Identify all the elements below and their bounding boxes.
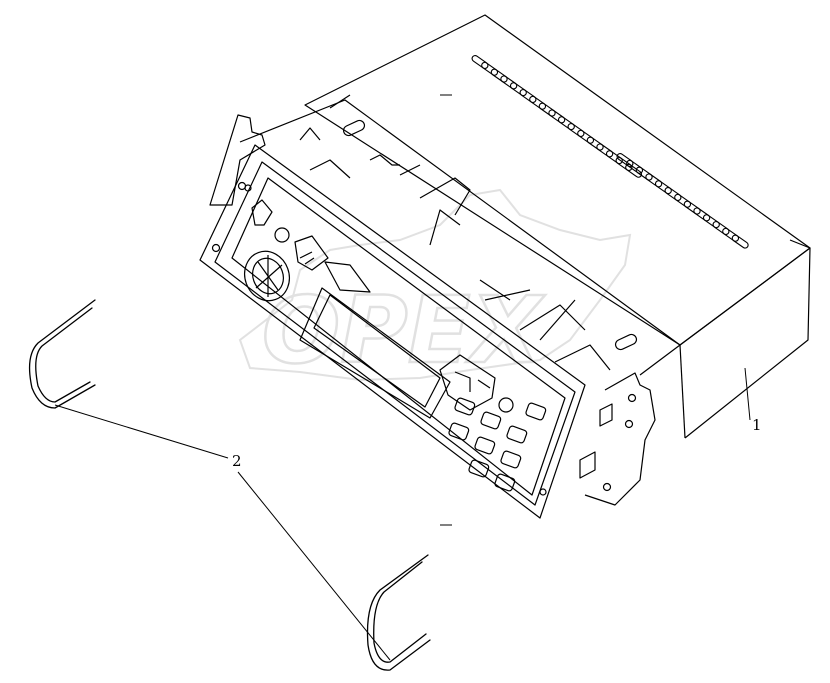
vent-slot xyxy=(664,187,682,201)
part-2-retaining-clips xyxy=(28,299,431,671)
chassis-slot xyxy=(614,333,638,351)
display-inner xyxy=(313,294,441,408)
vent-slot xyxy=(557,116,575,131)
watermark: OPEX xyxy=(238,188,632,385)
vent-slot xyxy=(490,68,508,83)
vent-slot xyxy=(615,157,633,171)
leader-line-2b xyxy=(237,471,391,661)
round-button xyxy=(498,397,514,413)
vent-slot xyxy=(519,89,537,103)
registration-marks xyxy=(440,94,452,526)
cassette-eject xyxy=(251,199,273,226)
volume-knob xyxy=(244,250,290,302)
vent-slot xyxy=(567,123,585,137)
callout-1: 1 xyxy=(752,416,762,434)
vent-slot xyxy=(500,75,518,90)
vent-slot xyxy=(626,159,644,174)
vent-slot xyxy=(654,180,672,195)
vent-slot xyxy=(509,82,527,97)
bracket-hole xyxy=(211,243,221,253)
vent-slot xyxy=(548,109,566,124)
leader-lines xyxy=(54,367,751,661)
vent-slot xyxy=(596,143,614,158)
vent-slot xyxy=(529,95,547,110)
bezel-screw xyxy=(244,184,252,192)
leader-line-2a xyxy=(54,404,229,459)
vent-slot xyxy=(586,136,604,151)
bracket-hole xyxy=(602,482,612,492)
vent-slot xyxy=(712,221,730,235)
left-mounting-bracket xyxy=(209,114,266,206)
vent-slot xyxy=(538,102,556,117)
preset-button-grid xyxy=(448,397,547,492)
housing-top-lip xyxy=(789,239,811,249)
vent-slot xyxy=(702,214,720,229)
callout-2: 2 xyxy=(232,452,242,470)
vent-slot xyxy=(674,193,692,208)
watermark-text: OPEX xyxy=(262,277,545,384)
chassis-internal-features xyxy=(309,154,611,371)
rear-connectors xyxy=(579,403,613,479)
vent-slot xyxy=(471,55,489,69)
chassis-slot xyxy=(342,119,366,137)
front-bezel-inner xyxy=(214,161,576,506)
right-mounting-bracket xyxy=(584,372,656,506)
front-bezel-outer xyxy=(199,144,586,519)
retaining-clip-lower xyxy=(366,554,431,671)
vent-slot xyxy=(481,61,499,76)
vent-slot xyxy=(625,163,643,178)
vent-slot xyxy=(616,153,634,167)
display-tab xyxy=(324,261,371,293)
watermark-gear-outline xyxy=(238,188,632,382)
upper-toggle-switch xyxy=(294,235,329,271)
leader-line-1 xyxy=(744,367,751,421)
vent-slot xyxy=(693,207,711,222)
bezel-screw xyxy=(539,488,547,496)
bracket-hole xyxy=(624,419,634,429)
vent-slot xyxy=(731,234,749,249)
vent-slot xyxy=(645,173,663,188)
small-knob xyxy=(274,227,290,243)
retaining-clip-upper xyxy=(28,299,96,409)
chassis-top-edge xyxy=(239,99,681,376)
lower-toggle-switch xyxy=(439,354,496,411)
vent-slots xyxy=(471,55,749,249)
bracket-hole xyxy=(627,393,637,403)
part-1-radio-unit xyxy=(199,14,811,519)
vent-slot xyxy=(605,150,623,165)
housing-side-face xyxy=(679,247,811,439)
vent-slot xyxy=(722,227,740,242)
display-window xyxy=(299,287,451,419)
vent-slot xyxy=(683,200,701,215)
housing-front-edge xyxy=(679,344,686,439)
vent-slot xyxy=(577,129,595,144)
vent-slot xyxy=(635,166,653,181)
